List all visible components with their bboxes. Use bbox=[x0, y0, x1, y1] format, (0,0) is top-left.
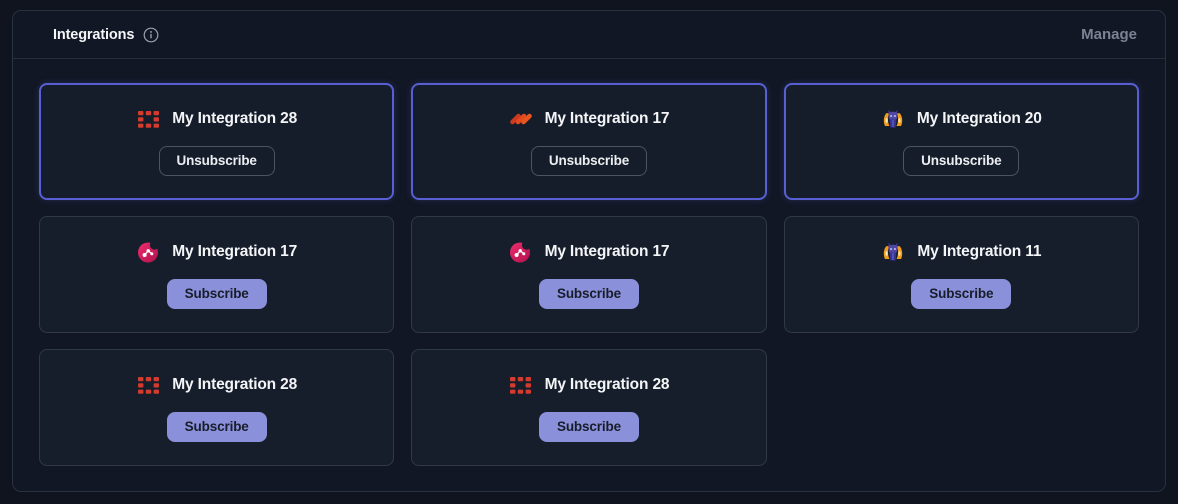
integration-title: My Integration 20 bbox=[917, 110, 1042, 128]
pink-share-icon bbox=[509, 240, 533, 264]
integration-card-head: My Integration 17 bbox=[136, 240, 297, 264]
unsubscribe-button[interactable]: Unsubscribe bbox=[531, 146, 647, 176]
integration-title: My Integration 28 bbox=[172, 110, 297, 128]
integration-title: My Integration 17 bbox=[545, 243, 670, 261]
integration-card-head: My Integration 28 bbox=[136, 107, 297, 131]
integration-title: My Integration 11 bbox=[917, 243, 1041, 261]
red-ring-icon bbox=[136, 107, 160, 131]
integration-card: My Integration 28 Subscribe bbox=[39, 349, 394, 466]
subscribe-button[interactable]: Subscribe bbox=[167, 279, 267, 309]
subscribe-button[interactable]: Subscribe bbox=[539, 279, 639, 309]
integration-card-head: My Integration 11 bbox=[881, 240, 1041, 264]
integrations-grid: My Integration 28 Unsubscribe My Integra… bbox=[13, 59, 1165, 492]
purple-mascot-icon bbox=[881, 240, 905, 264]
manage-link[interactable]: Manage bbox=[1081, 26, 1137, 43]
integration-title: My Integration 17 bbox=[545, 110, 670, 128]
integration-card-head: My Integration 17 bbox=[509, 107, 670, 131]
integration-title: My Integration 28 bbox=[545, 376, 670, 394]
integration-title: My Integration 28 bbox=[172, 376, 297, 394]
integration-card: My Integration 28 Unsubscribe bbox=[39, 83, 394, 200]
integration-card-head: My Integration 28 bbox=[509, 373, 670, 397]
integration-card: My Integration 17 Subscribe bbox=[411, 216, 766, 333]
orange-stripes-icon bbox=[509, 107, 533, 131]
integrations-panel: Integrations Manage My bbox=[12, 10, 1166, 492]
integration-card: My Integration 17 Unsubscribe bbox=[411, 83, 766, 200]
integration-card-head: My Integration 17 bbox=[509, 240, 670, 264]
integration-card: My Integration 17 Subscribe bbox=[39, 216, 394, 333]
red-ring-icon bbox=[136, 373, 160, 397]
pink-share-icon bbox=[136, 240, 160, 264]
unsubscribe-button[interactable]: Unsubscribe bbox=[159, 146, 275, 176]
integration-card: My Integration 11 Subscribe bbox=[784, 216, 1139, 333]
panel-header: Integrations Manage bbox=[13, 11, 1165, 59]
red-ring-icon bbox=[509, 373, 533, 397]
integration-card: My Integration 28 Subscribe bbox=[411, 349, 766, 466]
integration-title: My Integration 17 bbox=[172, 243, 297, 261]
subscribe-button[interactable]: Subscribe bbox=[911, 279, 1011, 309]
integration-card-head: My Integration 20 bbox=[881, 107, 1042, 131]
purple-mascot-icon bbox=[881, 107, 905, 131]
info-icon[interactable] bbox=[143, 27, 159, 43]
unsubscribe-button[interactable]: Unsubscribe bbox=[903, 146, 1019, 176]
page-title: Integrations bbox=[53, 27, 134, 43]
integration-card-head: My Integration 28 bbox=[136, 373, 297, 397]
subscribe-button[interactable]: Subscribe bbox=[167, 412, 267, 442]
subscribe-button[interactable]: Subscribe bbox=[539, 412, 639, 442]
integration-card: My Integration 20 Unsubscribe bbox=[784, 83, 1139, 200]
